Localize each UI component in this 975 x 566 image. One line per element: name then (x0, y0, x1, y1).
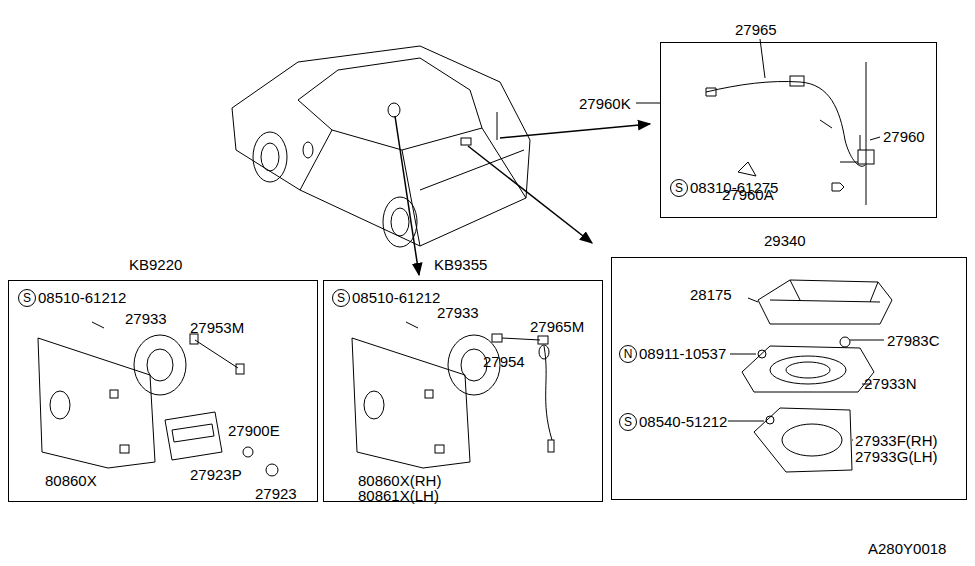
callout-number: 27923P (190, 466, 242, 484)
callout-number: 08310-61275 (690, 179, 778, 197)
car-sketch (232, 46, 530, 247)
callout-number: 27900E (228, 422, 280, 440)
callout-number: 80861X(LH) (358, 487, 439, 505)
callout-number: 08911-10537 (639, 345, 726, 363)
callout-number: 08510-61212 (352, 289, 440, 307)
fastener-symbol: S (619, 413, 637, 431)
callout-number: 08510-61212 (38, 289, 126, 307)
callout-number: 27933G(LH) (855, 448, 938, 466)
fastener-symbol: S (670, 179, 688, 197)
callout-number: A280Y0018 (868, 540, 946, 558)
callout-number: 27933 (437, 304, 479, 322)
callout-number: 27953M (190, 319, 244, 337)
callout-number: 08540-51212 (639, 413, 727, 431)
fastener-symbol: S (332, 289, 350, 307)
panel-number: 29340 (762, 232, 808, 250)
callout-number: 27965 (735, 21, 777, 39)
callout-number: 27983C (887, 332, 940, 350)
callout-number: 27965M (530, 318, 584, 336)
callout-number: 27933 (125, 310, 167, 328)
speaker-kit-drawing (352, 322, 554, 468)
callout-number: 27923 (255, 485, 297, 503)
callout-number: 28175 (690, 286, 732, 304)
panel-number: KB9220 (127, 256, 184, 274)
callout-number: 27960 (883, 128, 925, 146)
fastener-symbol: N (619, 345, 637, 363)
callout-number: 80860X (45, 472, 97, 490)
fastener-symbol: S (18, 289, 36, 307)
callout-number: 27954 (483, 353, 525, 371)
panel-number: KB9355 (432, 256, 489, 274)
callout-number: 27933F(RH) (855, 432, 938, 450)
panel-number: 27960K (577, 95, 633, 113)
callout-number: 27933N (864, 375, 917, 393)
speaker-kit-drawing (38, 322, 278, 476)
